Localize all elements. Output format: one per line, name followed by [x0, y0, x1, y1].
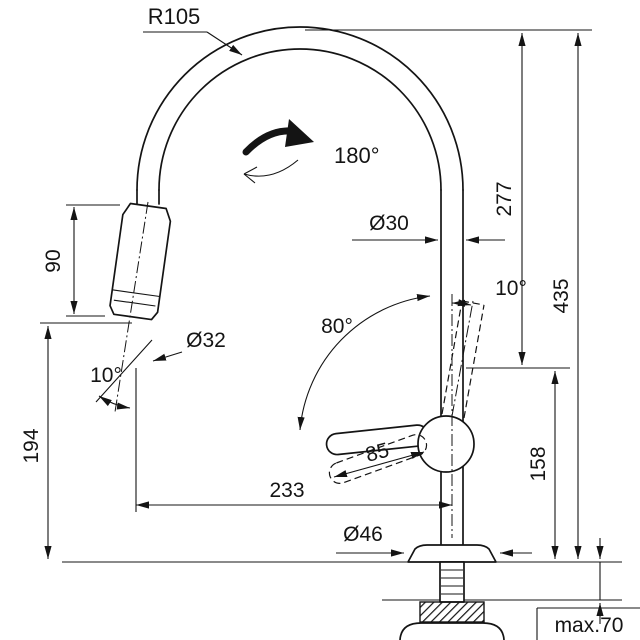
dim-label-dia46: Ø46	[343, 523, 383, 546]
shank-threads	[441, 569, 463, 595]
angle-arc-10-right	[451, 299, 472, 307]
faucet-body	[109, 26, 505, 640]
dimension-lines	[44, 31, 604, 624]
dim-label-233: 233	[269, 479, 304, 502]
rotation-arrow-return-head-icon	[243, 166, 258, 175]
angle-construction-line	[95, 339, 153, 403]
dim-label-dia30: Ø30	[369, 212, 409, 235]
dim-label-158: 158	[527, 446, 550, 481]
dim-label-435: 435	[550, 278, 573, 313]
dim-label-277: 277	[493, 181, 516, 216]
spout-arc-outer	[136, 26, 464, 191]
faucet-base	[407, 544, 497, 563]
rotation-arrow-bold-head-icon	[285, 119, 314, 147]
dim-label-180deg: 180°	[334, 143, 380, 168]
spray-head-axis-line	[114, 201, 149, 413]
dim-label-dia32: Ø32	[186, 329, 226, 352]
extension-lines	[40, 29, 640, 640]
dim-label-max70: max.70	[555, 614, 624, 637]
dim-label-r105: R105	[148, 4, 201, 29]
spout-arc-inner	[158, 48, 442, 191]
tilted-head-dashed-right	[463, 304, 485, 419]
angle-arc-10-left	[98, 395, 131, 410]
spray-head	[109, 202, 172, 321]
mounting-bracket	[399, 622, 505, 640]
mounting-shank	[439, 561, 465, 603]
spray-head-joint-line	[112, 289, 160, 298]
handle-ball-joint	[417, 415, 475, 473]
angle-arc-80	[297, 293, 431, 431]
rotation-symbol	[242, 119, 314, 184]
rotation-arrow-return	[243, 159, 299, 177]
leader-line-r105	[206, 31, 243, 56]
spray-head-aerator-line	[113, 299, 156, 307]
dim-label-10deg-left: 10°	[90, 364, 122, 387]
dimension-labels: R105 180° 90 Ø30 277 435 10° 80° Ø32 10°…	[20, 4, 623, 637]
spray-head-body	[109, 202, 172, 321]
dim-label-80deg: 80°	[321, 315, 353, 338]
leader-line-dia32	[152, 351, 183, 362]
dim-label-194: 194	[20, 428, 43, 463]
mounting-nut	[419, 601, 485, 623]
rotation-arrow-return-head-icon	[243, 173, 256, 184]
dim-label-90: 90	[42, 249, 65, 272]
dimension-line-85	[333, 451, 425, 478]
dim-label-10deg-right: 10°	[495, 277, 527, 300]
